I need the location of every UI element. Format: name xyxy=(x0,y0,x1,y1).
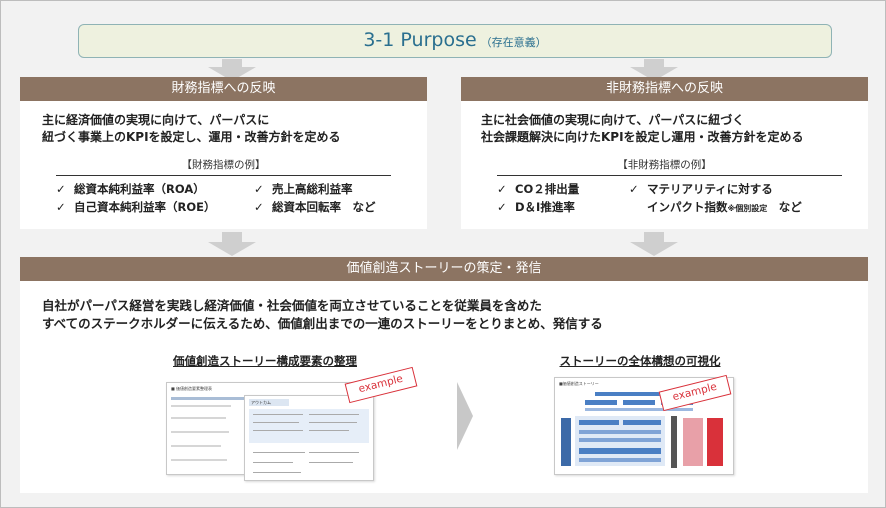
kpi-item-note: ※個別設定 xyxy=(727,204,768,213)
nonfinancial-desc-line2: 社会課題解決に向けたKPIを設定し運用・改善方針を定める xyxy=(481,130,804,144)
kpi-item: インパクト指数※個別設定 など xyxy=(647,199,802,217)
check-icon: ✓ xyxy=(254,182,264,196)
kpi-item-tail: など xyxy=(767,200,802,214)
element-sheet-front: アウトカム xyxy=(244,395,374,481)
doc-tag: アウトカム xyxy=(249,399,289,406)
page-subtitle: （存在意義） xyxy=(480,36,547,49)
financial-panel: 財務指標への反映 主に経済価値の実現に向けて、パーパスに 紐づく事業上のKPIを… xyxy=(20,77,427,229)
kpi-item: ✓ 売上高総利益率 xyxy=(254,181,353,198)
financial-desc-line2: 紐づく事業上のKPIを設定し、運用・改善方針を定める xyxy=(42,130,341,144)
kpi-item-label: 売上高総利益率 xyxy=(272,182,353,196)
kpi-item: ✓ D＆I推進率 xyxy=(497,199,575,216)
kpi-item-label: マテリアリティに対する xyxy=(647,182,773,196)
arrow-down-mid-left xyxy=(208,242,256,256)
arrow-stem-left xyxy=(222,59,242,67)
arrow-down-mid-right xyxy=(630,242,678,256)
story-panel: 価値創造ストーリーの策定・発信 自社がパーパス経営を実践し経済価値・社会価値を両… xyxy=(20,257,868,493)
check-icon: ✓ xyxy=(497,200,507,214)
kpi-item: ✓ 総資本回転率 など xyxy=(254,199,376,216)
kpi-item: ✓ 総資本純利益率（ROA） xyxy=(56,181,205,198)
example-stamp-left: example xyxy=(344,366,418,404)
kpi-item-label: 総資本純利益率（ROA） xyxy=(74,182,205,196)
story-lead-line1: 自社がパーパス経営を実践し経済価値・社会価値を両立させていることを従業員を含めた xyxy=(42,298,542,313)
financial-examples-label: 【財務指標の例】 xyxy=(181,159,266,171)
nonfinancial-desc-line1: 主に社会価値の実現に向けて、パーパスに紐づく xyxy=(481,113,745,127)
check-icon: ✓ xyxy=(497,182,507,196)
kpi-item: ✓ 自己資本純利益率（ROE） xyxy=(56,199,216,216)
arrow-stem-mid-left xyxy=(222,232,242,242)
kpi-item-label: 総資本回転率 など xyxy=(272,200,376,214)
kpi-item-label: CO２排出量 xyxy=(515,182,580,196)
kpi-item-label: インパクト指数 xyxy=(647,200,728,214)
kpi-item: ✓ CO２排出量 xyxy=(497,181,579,198)
page-title: 3-1 Purpose xyxy=(363,29,477,51)
nonfinancial-panel: 非財務指標への反映 主に社会価値の実現に向けて、パーパスに紐づく 社会課題解決に… xyxy=(461,77,868,229)
nonfinancial-divider xyxy=(497,175,842,176)
financial-divider xyxy=(56,175,391,176)
kpi-item: ✓ マテリアリティに対する xyxy=(629,181,773,198)
kpi-item-label: D＆I推進率 xyxy=(515,200,575,214)
check-icon: ✓ xyxy=(254,200,264,214)
nonfinancial-examples-label: 【非財務指標の例】 xyxy=(617,159,712,171)
story-header: 価値創造ストーリーの策定・発信 xyxy=(20,257,868,281)
kpi-item-label: 自己資本純利益率（ROE） xyxy=(74,200,216,214)
chevron-right-icon xyxy=(457,382,473,450)
doc-title: ■価値創造ストーリー xyxy=(559,381,599,386)
financial-desc-line1: 主に経済価値の実現に向けて、パーパスに xyxy=(42,113,270,127)
check-icon: ✓ xyxy=(56,200,66,214)
arrow-stem-mid-right xyxy=(644,232,664,242)
arrow-stem-right xyxy=(644,59,664,67)
story-right-heading: ストーリーの全体構想の可視化 xyxy=(559,354,721,368)
check-icon: ✓ xyxy=(56,182,66,196)
title-box: 3-1 Purpose（存在意義） xyxy=(78,24,832,58)
story-left-heading: 価値創造ストーリー構成要素の整理 xyxy=(173,354,357,368)
check-icon: ✓ xyxy=(629,182,639,196)
nonfinancial-header: 非財務指標への反映 xyxy=(461,77,868,101)
story-lead-line2: すべてのステークホルダーに伝えるため、価値創出までの一連のストーリーをとりまとめ… xyxy=(42,316,603,331)
doc-title: ■ 価値創造要素整理表 xyxy=(171,386,213,391)
financial-header: 財務指標への反映 xyxy=(20,77,427,101)
